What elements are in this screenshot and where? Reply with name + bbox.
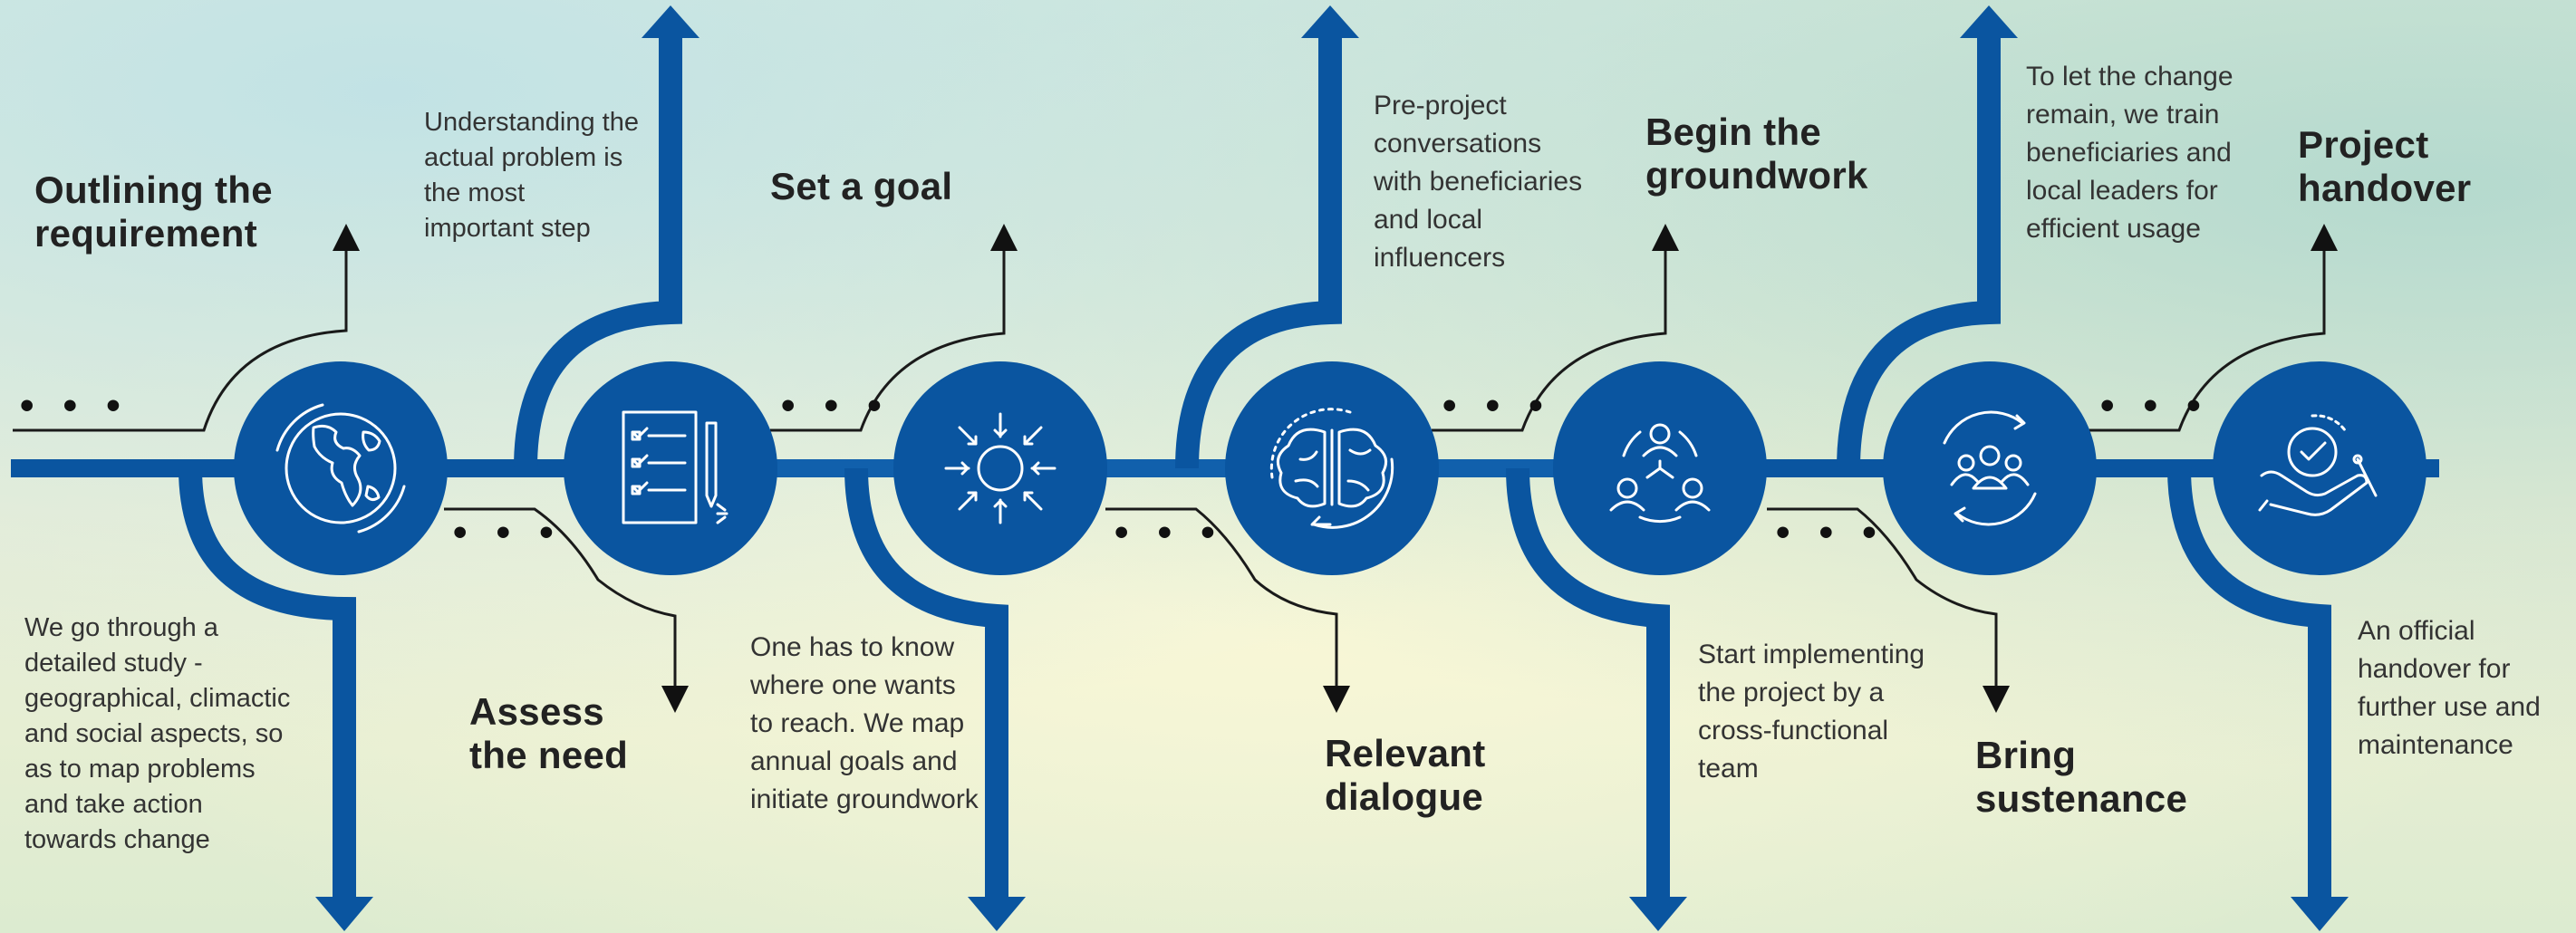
target-icon	[944, 412, 1056, 524]
dots-5: • • •	[1442, 383, 1552, 428]
arrowhead-up-2	[642, 5, 699, 38]
arrowhead-down-1	[315, 897, 373, 931]
step-circle-6	[1883, 361, 2097, 575]
step-circle-2	[564, 361, 777, 575]
step-description-2: Understanding the actual problem is the …	[424, 108, 639, 243]
arrowhead-down-5	[1629, 897, 1687, 931]
arrowhead-down-3	[968, 897, 1026, 931]
arrowhead-up-6	[1960, 5, 2018, 38]
arrowhead-up-4	[1301, 5, 1359, 38]
dots-6: • • •	[1776, 510, 1886, 554]
step-description-4: Pre-project conversations with beneficia…	[1374, 91, 1583, 273]
step-description-1: We go through a detailed study - geograp…	[24, 613, 291, 854]
branches	[178, 32, 2331, 897]
dots-3: • • •	[781, 383, 891, 428]
dots-1: • • •	[20, 383, 130, 428]
team-network-icon	[1609, 423, 1711, 524]
step-description-5: Start implementing the project by a cros…	[1698, 640, 1925, 784]
hand-check-icon	[2258, 414, 2378, 516]
checklist-icon	[622, 410, 728, 524]
dots-4: • • •	[1114, 510, 1224, 554]
group-cycle-icon	[1943, 410, 2037, 526]
step-title-3: Set a goal	[770, 165, 953, 207]
step-description-7: An official handover for further use and…	[2358, 616, 2541, 760]
brain-icon	[1269, 408, 1394, 529]
globe-icon	[275, 403, 406, 534]
dots-2: • • •	[453, 510, 563, 554]
step-description-6: To let the change remain, we train benef…	[2026, 62, 2233, 244]
connector-lines	[13, 224, 2338, 713]
step-description-3: One has to know where one wants to reach…	[750, 632, 979, 814]
step-circle-1	[234, 361, 448, 575]
branch-arrowheads	[315, 5, 2349, 931]
arrowhead-down-7	[2291, 897, 2349, 931]
step-circle-3	[893, 361, 1107, 575]
step-circle-7	[2213, 361, 2426, 575]
dots-7: • • •	[2100, 383, 2210, 428]
